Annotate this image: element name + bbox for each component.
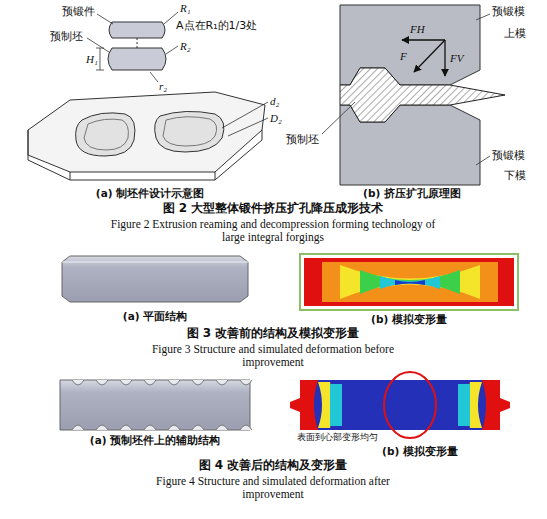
force-arrows bbox=[444, 40, 445, 76]
forging-plate bbox=[76, 113, 135, 156]
deformation-map-after bbox=[290, 372, 510, 438]
figure-caption: Figure 2 Extrusion reaming and decompres… bbox=[108, 218, 438, 244]
force-arrows bbox=[414, 40, 445, 72]
subfigure-caption: (b) 挤压扩孔原理图 bbox=[302, 187, 522, 199]
grooved-bar bbox=[60, 380, 250, 430]
deformation-map-after bbox=[458, 384, 470, 426]
leader-lines bbox=[228, 118, 268, 136]
force-arrows bbox=[402, 40, 445, 76]
die-leaders bbox=[322, 14, 490, 165]
preform-section bbox=[340, 68, 505, 122]
grooved-bar bbox=[216, 425, 228, 430]
grooved-bar bbox=[96, 380, 108, 385]
flat-bar bbox=[62, 256, 248, 302]
grooved-bar bbox=[72, 425, 84, 430]
deformation-map-after bbox=[330, 384, 342, 426]
subfigure-caption: (a) 预制坯件上的辅助结构 bbox=[45, 434, 265, 446]
leader-lines bbox=[164, 12, 178, 24]
dimension-label: R₂ bbox=[180, 40, 191, 53]
leader-lines bbox=[97, 14, 113, 24]
grooved-bar bbox=[144, 425, 156, 430]
figure-caption: 图 4 改善后的结构及变形量 bbox=[43, 459, 503, 473]
grooved-bar bbox=[168, 425, 180, 430]
figure-caption: Figure 3 Structure and simulated deforma… bbox=[123, 343, 423, 369]
grooved-bar bbox=[144, 380, 156, 385]
grooved-bar bbox=[96, 425, 108, 430]
subfigure-caption: (b) 模拟变形量 bbox=[309, 313, 509, 325]
note-label: A点在R₁的1/3处 bbox=[176, 20, 257, 33]
dimension-label: R₁ bbox=[180, 2, 191, 15]
forging-plate bbox=[155, 111, 224, 152]
deformation-map-before bbox=[304, 258, 514, 306]
die-leaders bbox=[322, 102, 355, 134]
dimension-label: r₂ bbox=[159, 80, 167, 93]
part-name: 预制坯 bbox=[286, 134, 319, 147]
leader-lines bbox=[87, 38, 109, 52]
dimension-label: d₂ bbox=[270, 95, 279, 108]
grooved-bar bbox=[240, 380, 252, 385]
deformation-map-before bbox=[340, 265, 480, 299]
preform-blanks bbox=[108, 22, 166, 70]
grooved-bar bbox=[168, 380, 180, 385]
leader-lines bbox=[166, 46, 178, 54]
part-name: 预制坯 bbox=[50, 31, 83, 44]
grooved-bar bbox=[120, 425, 132, 430]
deformation-map-after bbox=[300, 380, 500, 430]
grooved-bar bbox=[216, 380, 228, 385]
subfigure-caption: (b) 模拟变形量 bbox=[345, 445, 495, 457]
figure-caption: Figure 4 Structure and simulated deforma… bbox=[133, 475, 413, 501]
dimension-label: D₂ bbox=[270, 112, 282, 125]
preform-blanks bbox=[137, 38, 138, 48]
flat-bar bbox=[62, 256, 248, 302]
grooved-bar bbox=[72, 380, 84, 385]
part-name: 预锻模 bbox=[492, 6, 525, 19]
figure-caption: 图 3 改善前的结构及模拟变形量 bbox=[43, 327, 503, 341]
force-label: F bbox=[400, 50, 407, 63]
deformation-map-before bbox=[360, 270, 460, 294]
deformation-map-after bbox=[482, 380, 500, 430]
forging-plate bbox=[84, 119, 128, 150]
preform-section bbox=[340, 68, 505, 122]
preform-blanks bbox=[108, 48, 166, 70]
leader-lines bbox=[150, 72, 158, 82]
leader-lines bbox=[222, 102, 268, 128]
figure-caption: 图 2 大型整体锻件挤压扩孔降压成形技术 bbox=[43, 202, 503, 216]
die-leaders bbox=[476, 156, 490, 165]
subfigure-caption: (a) 平面结构 bbox=[55, 310, 255, 322]
deformation-map-before bbox=[300, 254, 518, 310]
grooved-bar bbox=[192, 425, 204, 430]
force-label: FH bbox=[410, 23, 425, 36]
part-name: 上模 bbox=[504, 28, 526, 41]
force-arrows bbox=[402, 39, 445, 40]
deformation-map-before bbox=[395, 280, 425, 285]
deformation-map-before bbox=[322, 262, 498, 302]
flat-bar bbox=[62, 262, 248, 263]
grooved-bar bbox=[192, 380, 204, 385]
forging-plate bbox=[28, 92, 265, 172]
forging-plate bbox=[163, 117, 217, 146]
forging-plate bbox=[28, 130, 262, 180]
deformation-map-after bbox=[300, 380, 318, 430]
grooved-bar bbox=[60, 380, 252, 430]
grooved-bar bbox=[240, 425, 252, 430]
force-label: FV bbox=[450, 52, 463, 65]
part-name: 预锻模 bbox=[492, 150, 525, 163]
forging-plate bbox=[28, 92, 265, 180]
part-name: 下模 bbox=[504, 170, 526, 183]
leader-lines bbox=[87, 12, 268, 136]
preform-blanks bbox=[109, 22, 165, 38]
dimension-label: H₁ bbox=[86, 53, 98, 66]
deformation-map-after bbox=[384, 372, 436, 438]
grooved-bar bbox=[120, 380, 132, 385]
deformation-map-before bbox=[380, 276, 440, 289]
part-name: 预锻件 bbox=[62, 6, 95, 19]
note-label: 表面到心部变形均匀 bbox=[296, 432, 379, 442]
die-leaders bbox=[476, 14, 490, 20]
deformation-map-before bbox=[300, 254, 518, 310]
subfigure-caption: (a) 制坯件设计示意图 bbox=[40, 187, 260, 199]
deformation-map-after bbox=[290, 398, 510, 412]
